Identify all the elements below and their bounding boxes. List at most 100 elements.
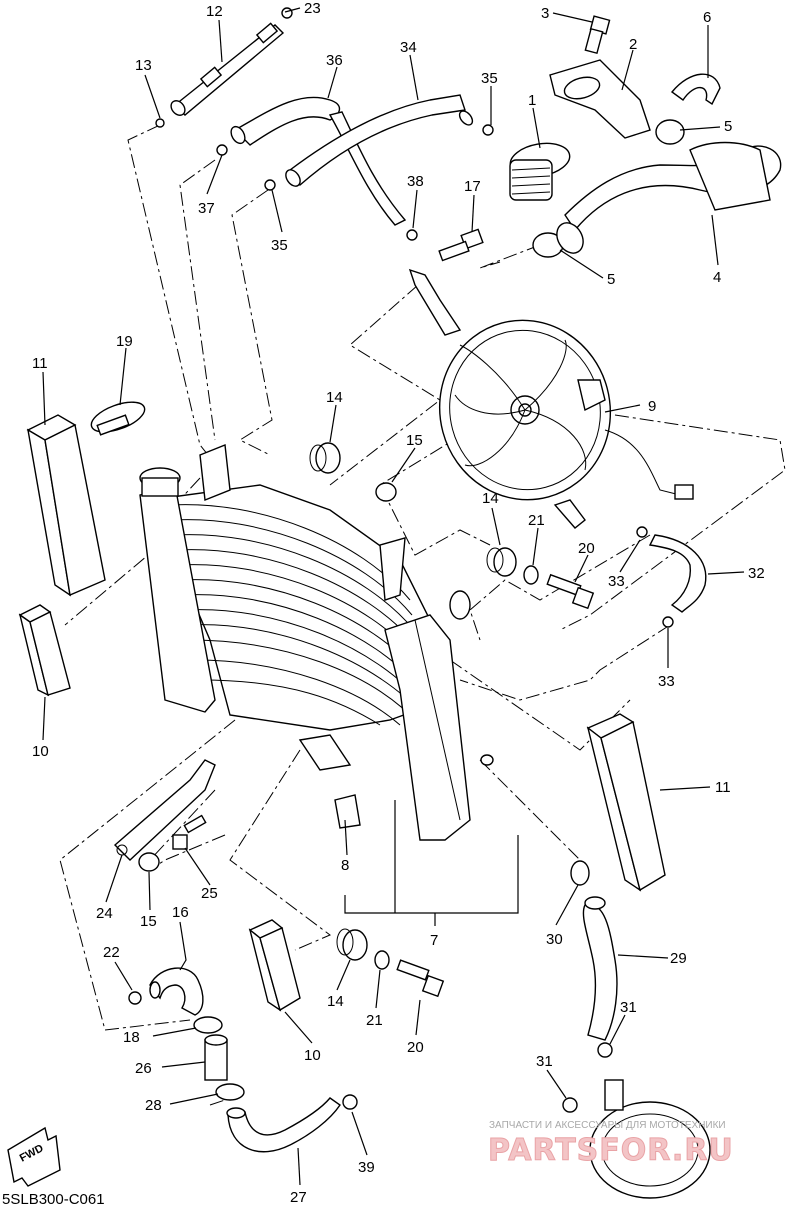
thermostat-cover-part-2 (549, 59, 651, 139)
callout-23: 23 (304, 0, 321, 17)
callout-38: 38 (407, 173, 424, 190)
hose-part-4 (556, 141, 782, 254)
pipe-part-26 (204, 1034, 228, 1081)
hose-part-34 (285, 94, 474, 187)
watermark-small-text: ЗАПЧАСТИ И АКСЕССУАРЫ ДЛЯ МОТОТЕХНИКИ (489, 1120, 726, 1131)
callout-15-top: 15 (406, 432, 423, 449)
clip-part-38 (406, 229, 418, 241)
bolt-part-25 (172, 814, 207, 850)
callout-19: 19 (116, 333, 133, 350)
bolt-part-17 (438, 228, 484, 262)
thermostat-part-1 (509, 142, 571, 201)
callout-21-bottom: 21 (366, 1012, 383, 1029)
callout-29: 29 (670, 950, 687, 967)
clamp-part-28 (215, 1083, 245, 1101)
callout-31-lower: 31 (536, 1053, 553, 1070)
breather-pipe-part-12 (170, 22, 285, 116)
callout-25: 25 (201, 885, 218, 902)
callout-26: 26 (135, 1060, 152, 1077)
clamp-part-5-upper (655, 119, 685, 145)
callout-20-bottom: 20 (407, 1039, 424, 1056)
callout-17: 17 (464, 178, 481, 195)
radiator-core (139, 444, 494, 841)
radiator-cap-part-19 (90, 401, 146, 436)
callout-22: 22 (103, 944, 120, 961)
bolt-part-20-mid (546, 573, 595, 610)
callout-36: 36 (326, 52, 343, 69)
fwd-arrow-icon (7, 1126, 61, 1187)
pad-part-10-bottom (248, 919, 301, 1012)
callout-14-mid: 14 (482, 490, 499, 507)
clamp-part-39 (342, 1094, 358, 1110)
callout-9: 9 (648, 398, 656, 415)
clamp-part-18 (193, 1016, 223, 1034)
callout-18: 18 (123, 1029, 140, 1046)
callout-14-bottom: 14 (327, 993, 344, 1010)
callout-24: 24 (96, 905, 113, 922)
callout-1: 1 (528, 92, 536, 109)
callout-30: 30 (546, 931, 563, 948)
clip-part-13 (155, 118, 165, 128)
collar-part-15-top (375, 482, 397, 502)
callout-3: 3 (541, 5, 549, 22)
callout-12: 12 (206, 3, 223, 20)
clip-part-23 (281, 7, 293, 19)
callout-35-top: 35 (481, 70, 498, 87)
clamp-part-33-upper (636, 526, 648, 538)
bolt-part-3 (584, 15, 611, 55)
pad-part-11-left (26, 414, 106, 597)
washer-part-21-mid (523, 565, 539, 585)
clamp-part-30 (570, 860, 590, 886)
callout-10-left: 10 (32, 743, 49, 760)
callout-35-mid: 35 (271, 237, 288, 254)
callout-14-top: 14 (326, 389, 343, 406)
fan-part-9 (408, 268, 694, 529)
grommet-part-14-mid (486, 547, 517, 577)
clamp-part-31-upper (597, 1042, 613, 1058)
parts (7, 7, 782, 1199)
clamp-part-31-lower (562, 1097, 578, 1113)
callout-7: 7 (430, 932, 438, 949)
oil-cooler (589, 1079, 711, 1199)
pad-part-11-right (586, 713, 666, 892)
pad-part-10-left (18, 604, 71, 697)
callout-5-upper: 5 (724, 118, 732, 135)
watermark-logo-text: PARTSFOR.RU (488, 1133, 734, 1168)
callout-21-mid: 21 (528, 512, 545, 529)
callout-37: 37 (198, 200, 215, 217)
hose-part-27 (226, 1097, 341, 1153)
hose-part-32 (648, 534, 707, 613)
clamp-part-6 (670, 73, 721, 106)
callout-27: 27 (290, 1189, 307, 1206)
callout-11-right: 11 (715, 779, 731, 796)
diagram-code: 5SLB300-C061 (2, 1191, 105, 1208)
callout-32: 32 (748, 565, 765, 582)
collar-part-15-bottom (138, 852, 160, 872)
callout-labels: 12 23 3 6 2 13 36 34 35 1 5 37 38 17 35 … (32, 0, 765, 1206)
callout-20-mid: 20 (578, 540, 595, 557)
callout-6: 6 (703, 9, 711, 26)
leader-lines (42, 7, 745, 1186)
grommet-part-14-top (309, 442, 341, 474)
callout-33-upper: 33 (608, 573, 625, 590)
callout-8: 8 (341, 857, 349, 874)
hose-part-16 (149, 967, 204, 1016)
callout-28: 28 (145, 1097, 162, 1114)
callout-39: 39 (358, 1159, 375, 1176)
clamp-part-33-lower (662, 616, 674, 628)
callout-13: 13 (135, 57, 152, 74)
callout-16: 16 (172, 904, 189, 921)
callout-10-bottom: 10 (304, 1047, 321, 1064)
clip-part-35-mid (264, 179, 276, 191)
clamp-part-22 (128, 991, 142, 1005)
washer-part-21-bottom (374, 950, 390, 970)
hose-part-29 (582, 896, 618, 1041)
clip-part-35-top (482, 124, 494, 136)
grommet-part-14-bottom (336, 928, 368, 961)
callout-33-lower: 33 (658, 673, 675, 690)
callout-31-upper: 31 (620, 999, 637, 1016)
callout-2: 2 (629, 36, 637, 53)
callout-4: 4 (713, 269, 721, 286)
callout-34: 34 (400, 39, 417, 56)
